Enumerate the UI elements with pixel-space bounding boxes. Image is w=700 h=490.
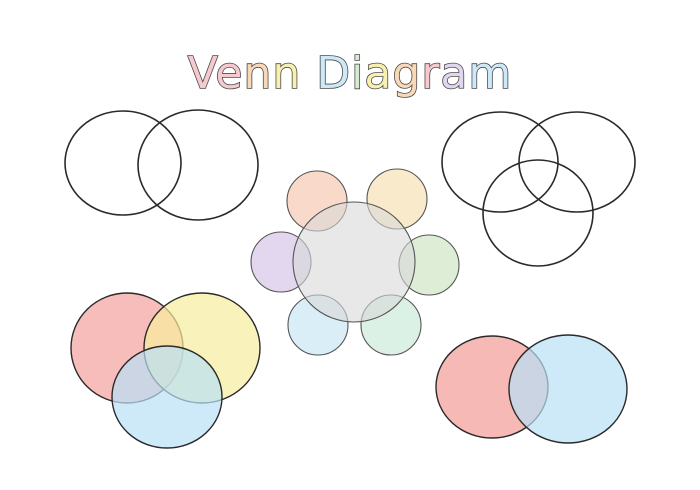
set-circle (111, 345, 223, 449)
title-letter: D (316, 48, 351, 99)
set-circle (137, 109, 259, 221)
title-letter: V (188, 48, 218, 99)
flower-venn-diagram (250, 168, 460, 356)
three-set-colored-diagram (70, 292, 261, 449)
set-circle (482, 159, 594, 267)
set-circle (441, 111, 559, 213)
set-circle (518, 111, 636, 213)
title-letter (301, 48, 316, 99)
title-letter: r (421, 48, 440, 99)
two-set-colored-diagram (435, 334, 628, 444)
title-letter: a (364, 48, 392, 99)
title-letter: n (244, 48, 273, 99)
set-circle (508, 334, 628, 444)
title-letter: m (468, 48, 512, 99)
center-circle (292, 201, 416, 323)
set-circle (64, 110, 182, 216)
title-letter: i (351, 48, 364, 99)
title-letter: a (440, 48, 468, 99)
title-letter: n (272, 48, 301, 99)
page-title: Venn Diagram (188, 48, 513, 99)
title-letter: e (215, 48, 243, 99)
title-letter: g (392, 48, 421, 99)
three-set-outline-diagram (441, 111, 636, 267)
two-set-outline-diagram (64, 109, 259, 221)
